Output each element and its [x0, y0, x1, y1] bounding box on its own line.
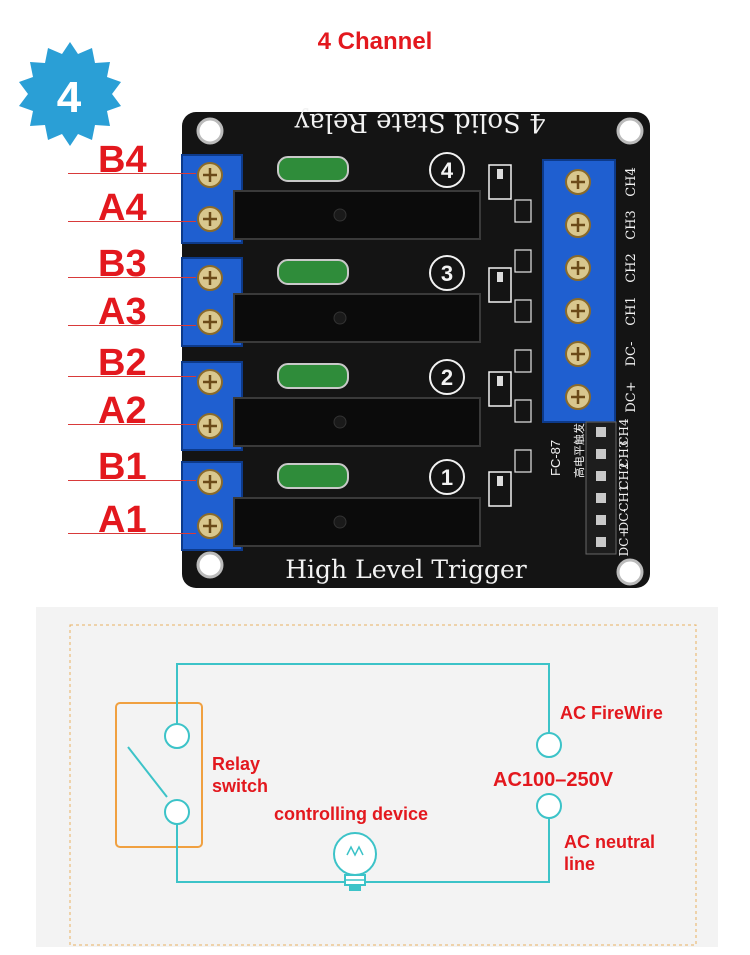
channel-circle-2: [429, 359, 465, 395]
channel-number-3: 3: [441, 261, 453, 286]
pin-5: [596, 537, 606, 547]
relay-switch-label: Relay switch: [212, 754, 269, 796]
channel-number-2: 2: [441, 365, 453, 390]
terminal-label-a4: A4: [98, 187, 147, 229]
switch-lever: [127, 746, 168, 798]
pin-2: [596, 471, 606, 481]
input-label-1: CH3: [624, 210, 639, 240]
terminal-label-a2: A2: [98, 390, 147, 432]
ssr-mark-2: [333, 415, 347, 429]
fuse-1: [277, 463, 349, 489]
relay-terminal-top: [164, 723, 190, 749]
pin-0: [596, 427, 606, 437]
fuse-4: [277, 156, 349, 182]
leader-line-a2: [68, 424, 196, 425]
mount-hole-bl: [196, 551, 224, 579]
input-terminal-block: [542, 159, 616, 423]
smd-outline-4: [488, 164, 512, 200]
board-header-text: 4 Solid State Relay: [294, 107, 545, 137]
leader-line-a4: [68, 221, 196, 222]
input-label-5: DC+: [624, 381, 639, 412]
controlling-device-label: controlling device: [274, 804, 429, 824]
panel-border: [69, 624, 697, 946]
smd-resistor-3: [514, 349, 532, 373]
input-label-0: CH4: [624, 167, 639, 197]
pin-label-4: DC-: [617, 509, 631, 532]
terminal-label-b3: B3: [98, 243, 147, 285]
ac-firewire-label: AC FireWire: [560, 703, 663, 723]
relay-box: [115, 702, 203, 848]
fuse-3: [277, 259, 349, 285]
input-label-2: CH2: [624, 253, 639, 283]
ssr-module-2: [233, 397, 481, 447]
leader-line-b2: [68, 376, 196, 377]
badge-number: 4: [57, 73, 82, 122]
smd-resistor-0: [514, 199, 532, 223]
pin-label-0: CH4: [617, 418, 631, 446]
ssr-mark-4: [333, 208, 347, 222]
page-title: 4 Channel: [317, 28, 433, 55]
channel-circle-1: [429, 459, 465, 495]
led-4: [497, 169, 503, 179]
model-text: FC-87: [548, 440, 563, 476]
smd-resistor-1: [514, 249, 532, 273]
leader-line-b4: [68, 173, 196, 174]
pin-label-3: CH1: [617, 484, 631, 511]
channel-count-badge: 4: [14, 40, 126, 157]
ssr-module-4: [233, 190, 481, 240]
badge-starburst: [19, 42, 121, 146]
relay-terminal-bottom: [164, 799, 190, 825]
pin-1: [596, 449, 606, 459]
leader-line-b1: [68, 480, 196, 481]
mount-hole-tl: [196, 117, 224, 145]
trigger-cn-text: 高电平触发: [572, 423, 586, 478]
wire-top: [176, 663, 550, 733]
ac-terminal-top: [536, 732, 562, 758]
terminal-label-b4: B4: [98, 139, 147, 181]
ssr-mark-3: [333, 311, 347, 325]
led-3: [497, 272, 503, 282]
mount-hole-br: [616, 558, 644, 586]
pin-3: [596, 493, 606, 503]
fuse-2: [277, 363, 349, 389]
led-2: [497, 376, 503, 386]
ssr-module-3: [233, 293, 481, 343]
terminal-label-a3: A3: [98, 291, 147, 333]
terminal-label-b1: B1: [98, 446, 147, 488]
pin-label-5: DC+: [617, 528, 631, 557]
pin-header: [585, 421, 617, 555]
smd-resistor-4: [514, 399, 532, 423]
pin-label-2: CH2: [617, 462, 631, 489]
channel-circle-3: [429, 255, 465, 291]
ac-neutral-label: AC neutral line: [564, 832, 656, 874]
leader-line-b3: [68, 277, 196, 278]
pin-4: [596, 515, 606, 525]
leader-line-a1: [68, 533, 196, 534]
relay-board: 4 Solid State Relay High Level Trigger 4…: [181, 107, 650, 588]
channel-number-1: 1: [441, 465, 453, 490]
terminal-label-b2: B2: [98, 342, 147, 384]
smd-resistor-2: [514, 299, 532, 323]
ssr-mark-1: [333, 515, 347, 529]
terminal-label-a1: A1: [98, 499, 147, 541]
smd-outline-3: [488, 267, 512, 303]
input-label-4: DC-: [624, 342, 639, 367]
light-bulb-icon: [333, 832, 377, 891]
circuit-panel: Relay switch controlling device AC FireW…: [36, 607, 718, 947]
ac-terminal-bottom: [536, 793, 562, 819]
smd-resistor-5: [514, 449, 532, 473]
pin-label-1: CH3: [617, 440, 631, 467]
leader-line-a3: [68, 325, 196, 326]
input-label-3: CH1: [624, 296, 639, 326]
ac-voltage-label: AC100–250V: [493, 769, 614, 791]
mount-hole-tr: [616, 117, 644, 145]
channel-number-4: 4: [441, 158, 454, 183]
board-footer-text: High Level Trigger: [285, 555, 527, 584]
smd-outline-2: [488, 371, 512, 407]
ssr-module-1: [233, 497, 481, 547]
led-1: [497, 476, 503, 486]
channel-circle-4: [429, 152, 465, 188]
smd-outline-1: [488, 471, 512, 507]
